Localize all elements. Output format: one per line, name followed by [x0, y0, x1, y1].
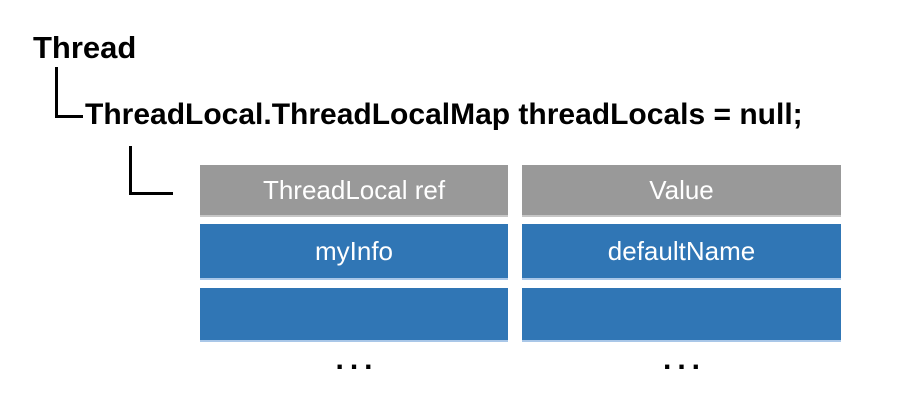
cell-value-empty — [522, 288, 841, 342]
cell-ref-empty — [200, 288, 508, 342]
ellipsis-ref-column: ... — [335, 343, 379, 376]
column-threadlocal-ref: ThreadLocal ref myInfo ... — [200, 165, 508, 376]
header-value: Value — [522, 165, 841, 217]
cell-defaultname: defaultName — [522, 224, 841, 280]
connector-declaration-to-table — [129, 146, 173, 195]
connector-thread-to-declaration — [55, 67, 83, 118]
header-threadlocal-ref: ThreadLocal ref — [200, 165, 508, 217]
ellipsis-value-column: ... — [662, 343, 706, 376]
threadlocalmap-declaration: ThreadLocal.ThreadLocalMap threadLocals … — [85, 98, 803, 131]
column-value: Value defaultName ... — [522, 165, 841, 376]
cell-myinfo: myInfo — [200, 224, 508, 280]
thread-class-label: Thread — [33, 30, 137, 65]
